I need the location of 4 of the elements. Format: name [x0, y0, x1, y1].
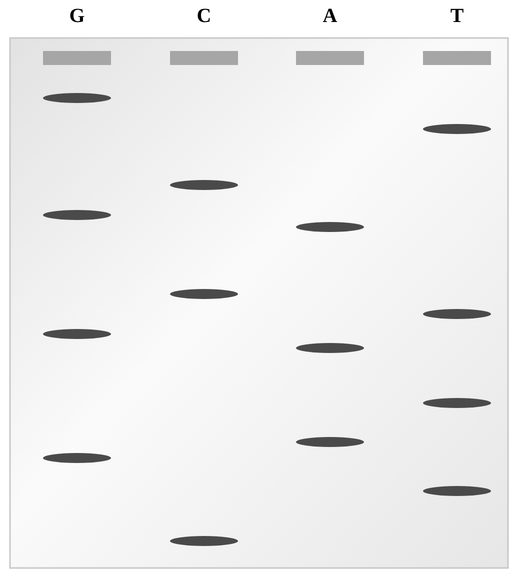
lane-label: G — [68, 4, 86, 28]
lane-label: C — [196, 4, 212, 28]
lane-label: A — [322, 4, 338, 28]
lane-label: T — [449, 4, 465, 28]
